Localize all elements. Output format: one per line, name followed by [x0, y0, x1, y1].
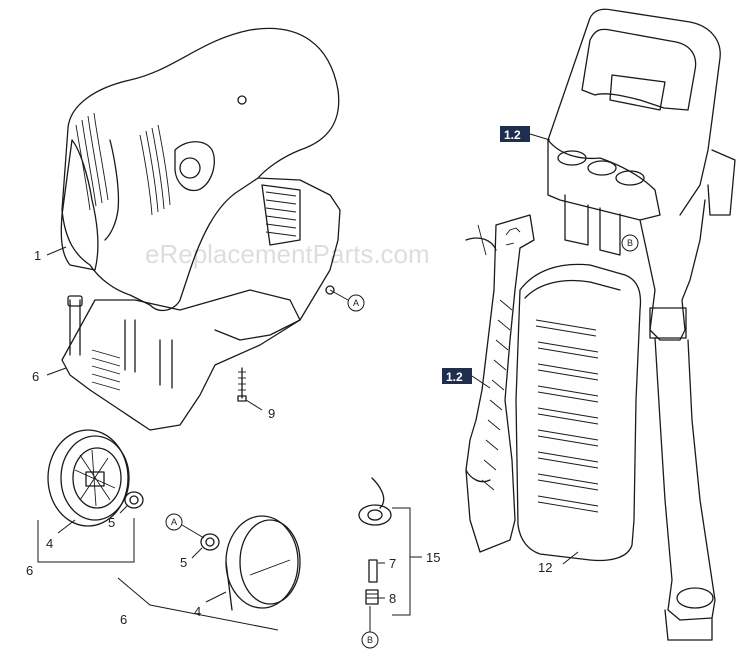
reference-tag-handle-label: 1.2 — [504, 128, 521, 142]
callout-5-lower: 5 — [180, 555, 187, 570]
circle-ref-b-frame — [621, 234, 639, 252]
callout-12: 12 — [538, 560, 552, 575]
circle-ref-a-wheel — [165, 513, 183, 531]
callout-8: 8 — [389, 591, 396, 606]
housing-assembly: A — [60, 27, 365, 431]
handle-frame: B — [547, 8, 736, 641]
circle-ref-a-housing-text: A — [353, 298, 359, 308]
wheel-upper — [47, 429, 130, 527]
callout-7: 7 — [389, 556, 396, 571]
circle-ref-a-housing — [347, 294, 365, 312]
wheel-lower — [225, 515, 301, 611]
callout-6-base: 6 — [32, 369, 39, 384]
callout-4-lower: 4 — [194, 604, 201, 619]
hose-assembly — [358, 477, 392, 605]
callout-15: 15 — [426, 550, 440, 565]
reference-tag-frame-label: 1.2 — [446, 370, 463, 384]
hub-upper — [124, 491, 144, 509]
callout-9: 9 — [268, 406, 275, 421]
callout-4-upper: 4 — [46, 536, 53, 551]
circle-ref-b-hose-text: B — [367, 635, 373, 645]
hub-lower — [200, 533, 220, 551]
callout-1: 1 — [34, 248, 41, 263]
circle-ref-b-frame-text: B — [627, 238, 633, 248]
callout-6-wheel-upper: 6 — [26, 563, 33, 578]
callout-6-wheel-lower: 6 — [120, 612, 127, 627]
watermark: eReplacementParts.com — [145, 239, 430, 269]
callout-5-upper: 5 — [108, 515, 115, 530]
panel — [515, 263, 642, 562]
reference-tag-frame[interactable] — [442, 368, 472, 384]
screw — [237, 367, 247, 402]
side-rail — [465, 214, 535, 553]
reference-tag-handle[interactable] — [500, 126, 530, 142]
circle-ref-a-wheel-text: A — [171, 517, 177, 527]
